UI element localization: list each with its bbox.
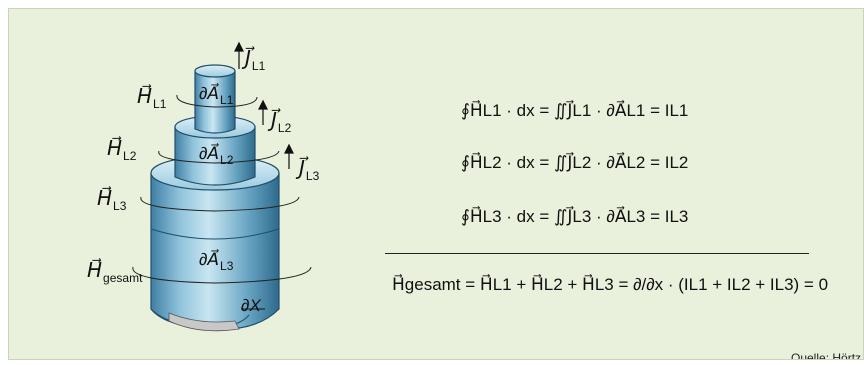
fraction-divider bbox=[385, 253, 809, 254]
cylinder-L3 bbox=[150, 155, 280, 332]
total-equation: H⃗gesamt = H⃗L1 + H⃗L2 + H⃗L3 = ∂/∂x · (… bbox=[392, 275, 829, 294]
label-J-L3: J⃗L3 bbox=[299, 158, 320, 183]
equation-L1: ∮H⃗L1 · dx = ∬J⃗L1 · ∂A⃗L1 = IL1 bbox=[461, 101, 689, 120]
cylinder-L1 bbox=[194, 64, 236, 134]
source-credit: Quelle: Hörtz bbox=[791, 351, 862, 360]
label-H-L1: H⃗L1 bbox=[137, 86, 167, 111]
label-J-L2: J⃗L2 bbox=[271, 110, 292, 135]
label-H-L2: H⃗L2 bbox=[107, 138, 137, 163]
label-dA-L2: ∂A⃗L2 bbox=[199, 144, 234, 167]
label-H-gesamt: H⃗gesamt bbox=[87, 260, 143, 285]
figure-panel: J⃗L1 J⃗L2 J⃗L3 H⃗L1 H⃗L2 H⃗L3 H⃗gesamt ∂… bbox=[8, 8, 864, 360]
cylinder-diagram bbox=[132, 41, 312, 332]
label-J-L1: J⃗L1 bbox=[245, 48, 266, 73]
equation-L3: ∮H⃗L3 · dx = ∬J⃗L3 · ∂A⃗L3 = IL3 bbox=[461, 207, 689, 226]
field-lines bbox=[132, 94, 312, 284]
label-dX: ∂X bbox=[241, 296, 261, 315]
label-dA-L1: ∂A⃗L1 bbox=[199, 84, 234, 107]
equation-L2: ∮H⃗L2 · dx = ∬J⃗L2 · ∂A⃗L2 = IL2 bbox=[461, 153, 689, 172]
label-dA-L3: ∂A⃗L3 bbox=[199, 250, 234, 273]
current-arrows bbox=[234, 41, 294, 169]
label-H-L3: H⃗L3 bbox=[97, 188, 127, 213]
